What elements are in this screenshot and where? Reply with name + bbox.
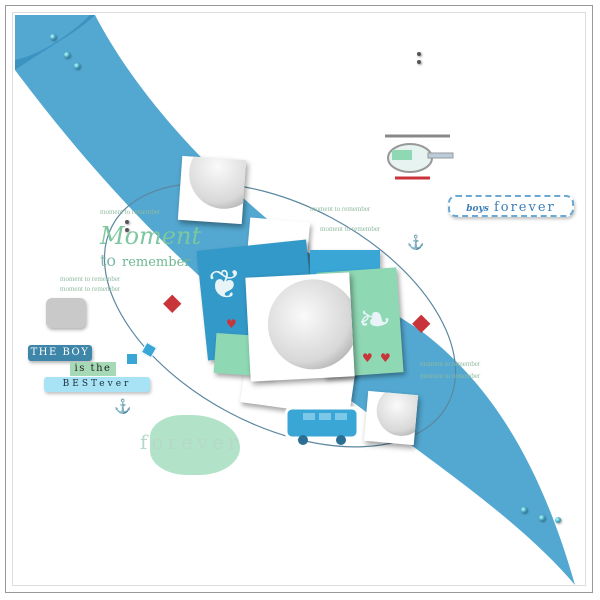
page-frame [5, 5, 593, 593]
photo-small-bottom [363, 390, 419, 446]
title-label-the-boy: THE BOY [28, 345, 92, 361]
bead-icon [74, 63, 80, 69]
heart-icon: ♥ [380, 351, 391, 365]
helicopter-icon [385, 134, 454, 180]
wordart-to: to [100, 251, 117, 270]
flourish-icon: ❧ [358, 297, 392, 343]
bead-icon [539, 515, 545, 521]
wordart-line: moment to remember [60, 285, 121, 293]
wordart-line: moment to remember [310, 205, 371, 213]
heart-icon: ♥ [362, 351, 373, 365]
heart-icon: ♥ [226, 317, 237, 331]
brad-icon [417, 52, 421, 56]
wordart-line: moment to remember [320, 225, 381, 233]
wordart-remember: remember [122, 255, 191, 270]
brad-icon [417, 60, 421, 64]
train-icon [46, 298, 86, 328]
bus-icon [284, 406, 360, 445]
anchor-icon: ⚓ [114, 399, 132, 415]
wordart-forever: forever [140, 430, 242, 454]
bead-icon [50, 34, 56, 40]
title-label-is-the: is the [70, 362, 116, 376]
bead-icon [64, 52, 70, 58]
boys-forever-tag: boys forever [448, 195, 574, 217]
brad-icon [125, 228, 129, 232]
photo-small-top [177, 155, 247, 225]
flourish-icon: ❦ [208, 262, 242, 308]
swirl-wire [103, 182, 457, 448]
photo-main [245, 272, 355, 382]
bead-icon [555, 517, 561, 523]
paint-splash [150, 415, 240, 475]
tag-script: boys [466, 204, 489, 214]
ornament-icon: ◆ [163, 288, 182, 316]
bead-icon [521, 507, 527, 513]
ornament-icon: ◆ [412, 308, 431, 336]
title-label-best-ever: BESTever [44, 377, 150, 392]
gem-icon [126, 353, 138, 365]
anchor-icon: ⚓ [407, 235, 425, 251]
wordart-line: moment to remember [100, 208, 161, 216]
wordart-line: moment to remember [420, 372, 481, 380]
tag-word: forever [493, 200, 556, 215]
wordart-moment: Moment [100, 222, 202, 250]
wordart-line: moment to remember [420, 360, 481, 368]
wordart-line: moment to remember [60, 275, 121, 283]
brad-icon [125, 220, 129, 224]
